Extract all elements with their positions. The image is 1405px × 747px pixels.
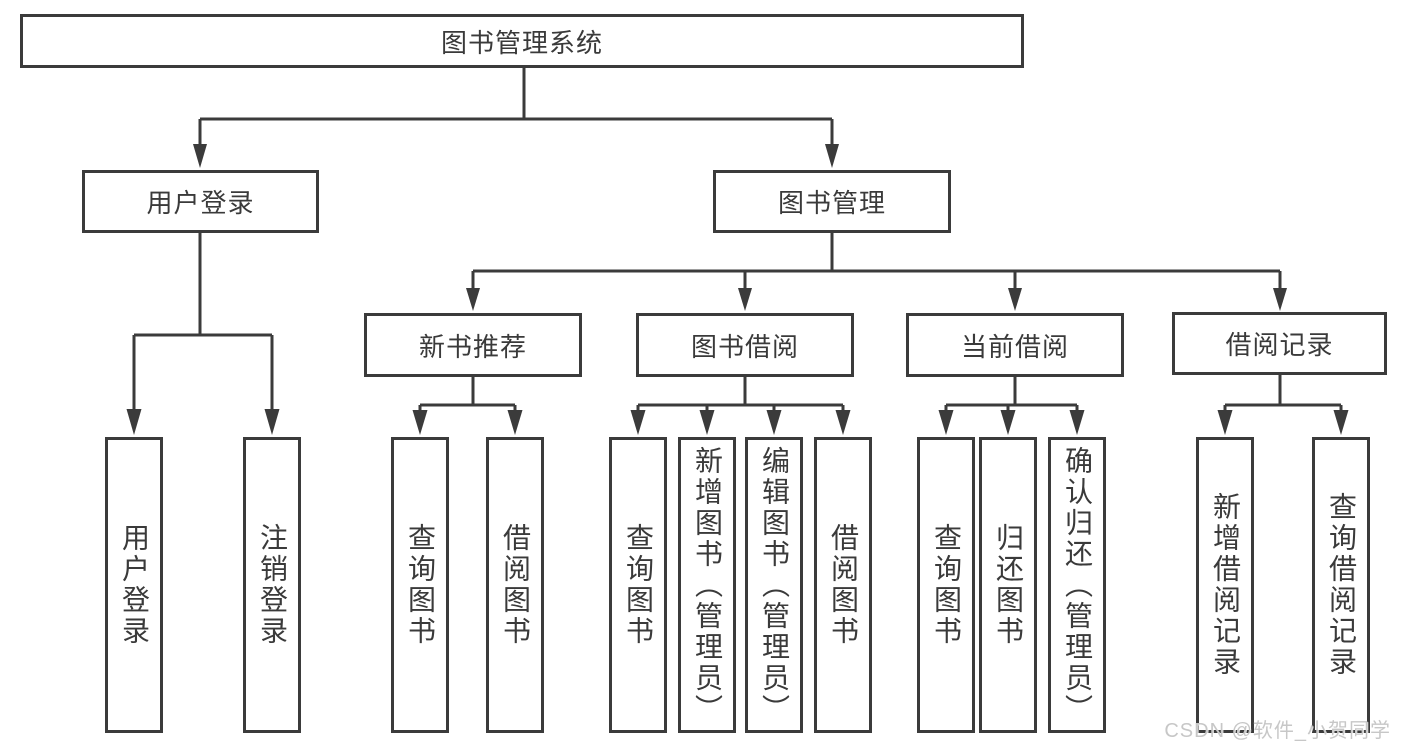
leaf-confirm-return-admin-label: 确认归还（管理员） — [1062, 445, 1093, 725]
node-user-login: 用户登录 — [82, 170, 319, 233]
node-book-management: 图书管理 — [713, 170, 951, 233]
node-book-management-label: 图书管理 — [777, 188, 886, 218]
leaf-recommend-borrow-book-label: 借阅图书 — [500, 523, 531, 647]
watermark: CSDN @软件_小贺同学 — [1164, 720, 1391, 742]
node-new-book-recommend: 新书推荐 — [364, 313, 582, 377]
node-book-borrow-label: 图书借阅 — [690, 331, 799, 362]
leaf-confirm-return-admin: 确认归还（管理员） — [1048, 437, 1106, 733]
leaf-current-query-book: 查询图书 — [917, 437, 975, 733]
connector-book-borrow-branch — [630, 377, 851, 435]
node-new-book-recommend-label: 新书推荐 — [418, 331, 527, 362]
leaf-return-book: 归还图书 — [979, 437, 1037, 733]
leaf-recommend-query-book-label: 查询图书 — [405, 523, 436, 647]
node-book-borrow: 图书借阅 — [636, 313, 854, 377]
leaf-recommend-query-book: 查询图书 — [391, 437, 449, 733]
connector-current-borrow-branch — [938, 377, 1085, 435]
leaf-borrow-book-label: 借阅图书 — [828, 523, 859, 647]
leaf-logout: 注销登录 — [243, 437, 301, 733]
leaf-add-book-admin-label: 新增图书（管理员） — [692, 445, 723, 725]
leaf-add-borrow-record: 新增借阅记录 — [1196, 437, 1254, 733]
leaf-logout-label: 注销登录 — [257, 523, 288, 647]
leaf-add-borrow-record-label: 新增借阅记录 — [1210, 492, 1241, 678]
connector-root-branch — [193, 68, 839, 168]
node-root: 图书管理系统 — [20, 14, 1024, 68]
node-root-label: 图书管理系统 — [440, 27, 603, 58]
leaf-return-book-label: 归还图书 — [993, 523, 1024, 647]
leaf-user-login-label: 用户登录 — [119, 523, 150, 647]
leaf-edit-book-admin: 编辑图书（管理员） — [745, 437, 803, 733]
node-borrow-record: 借阅记录 — [1172, 312, 1387, 375]
leaf-query-borrow-record: 查询借阅记录 — [1312, 437, 1370, 733]
leaf-user-login: 用户登录 — [105, 437, 163, 733]
connector-new-book-branch — [412, 377, 523, 435]
connector-login-branch — [126, 233, 280, 435]
leaf-add-book-admin: 新增图书（管理员） — [678, 437, 736, 733]
leaf-borrow-query-book: 查询图书 — [609, 437, 667, 733]
node-current-borrow-label: 当前借阅 — [960, 331, 1069, 362]
node-user-login-label: 用户登录 — [146, 188, 255, 218]
leaf-query-borrow-record-label: 查询借阅记录 — [1326, 492, 1357, 678]
connector-management-branch — [466, 233, 1287, 311]
leaf-borrow-query-book-label: 查询图书 — [623, 523, 654, 647]
connector-borrow-record-branch — [1217, 375, 1349, 435]
leaf-recommend-borrow-book: 借阅图书 — [486, 437, 544, 733]
node-borrow-record-label: 借阅记录 — [1225, 330, 1334, 360]
node-current-borrow: 当前借阅 — [906, 313, 1124, 377]
leaf-edit-book-admin-label: 编辑图书（管理员） — [759, 445, 790, 725]
leaf-current-query-book-label: 查询图书 — [931, 523, 962, 647]
leaf-borrow-book: 借阅图书 — [814, 437, 872, 733]
